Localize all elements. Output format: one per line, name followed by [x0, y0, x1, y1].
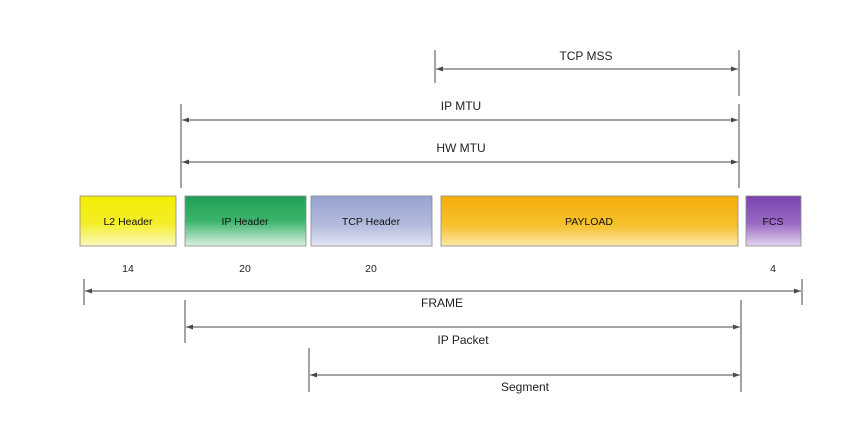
hw-mtu-label: HW MTU: [436, 141, 485, 155]
dimension-ip-mtu: IP MTU: [180, 99, 740, 188]
dimension-segment: Segment: [308, 348, 740, 394]
segment-label: Segment: [501, 380, 550, 394]
segment-payload: PAYLOAD: [440, 195, 739, 247]
frame-label: FRAME: [421, 296, 463, 310]
tcp-mss-label: TCP MSS: [559, 49, 612, 63]
fcs-size: 4: [770, 263, 776, 275]
ip-header-size: 20: [239, 263, 251, 275]
fcs-label: FCS: [763, 216, 784, 228]
l2-header-size: 14: [122, 263, 134, 275]
segment-fcs: FCS: [745, 195, 802, 247]
segment-tcp-header: TCP Header: [310, 195, 433, 247]
dimension-hw-mtu: HW MTU: [182, 141, 738, 165]
ip-header-label: IP Header: [221, 216, 269, 228]
segment-row: L2 Header IP Header TCP Header PAYLOAD F…: [79, 195, 802, 247]
tcp-header-size: 20: [365, 263, 377, 275]
dimension-tcp-mss: TCP MSS: [434, 49, 740, 96]
segment-sizes: 14 20 20 4: [122, 263, 776, 275]
l2-header-label: L2 Header: [103, 216, 153, 228]
segment-l2-header: L2 Header: [79, 195, 177, 247]
dimension-ip-packet: IP Packet: [184, 300, 742, 392]
segment-ip-header: IP Header: [184, 195, 307, 247]
ip-packet-label: IP Packet: [437, 333, 489, 347]
ip-mtu-label: IP MTU: [441, 99, 481, 113]
dimension-frame: FRAME: [83, 279, 803, 310]
tcp-header-label: TCP Header: [342, 216, 401, 228]
payload-label: PAYLOAD: [565, 216, 613, 228]
